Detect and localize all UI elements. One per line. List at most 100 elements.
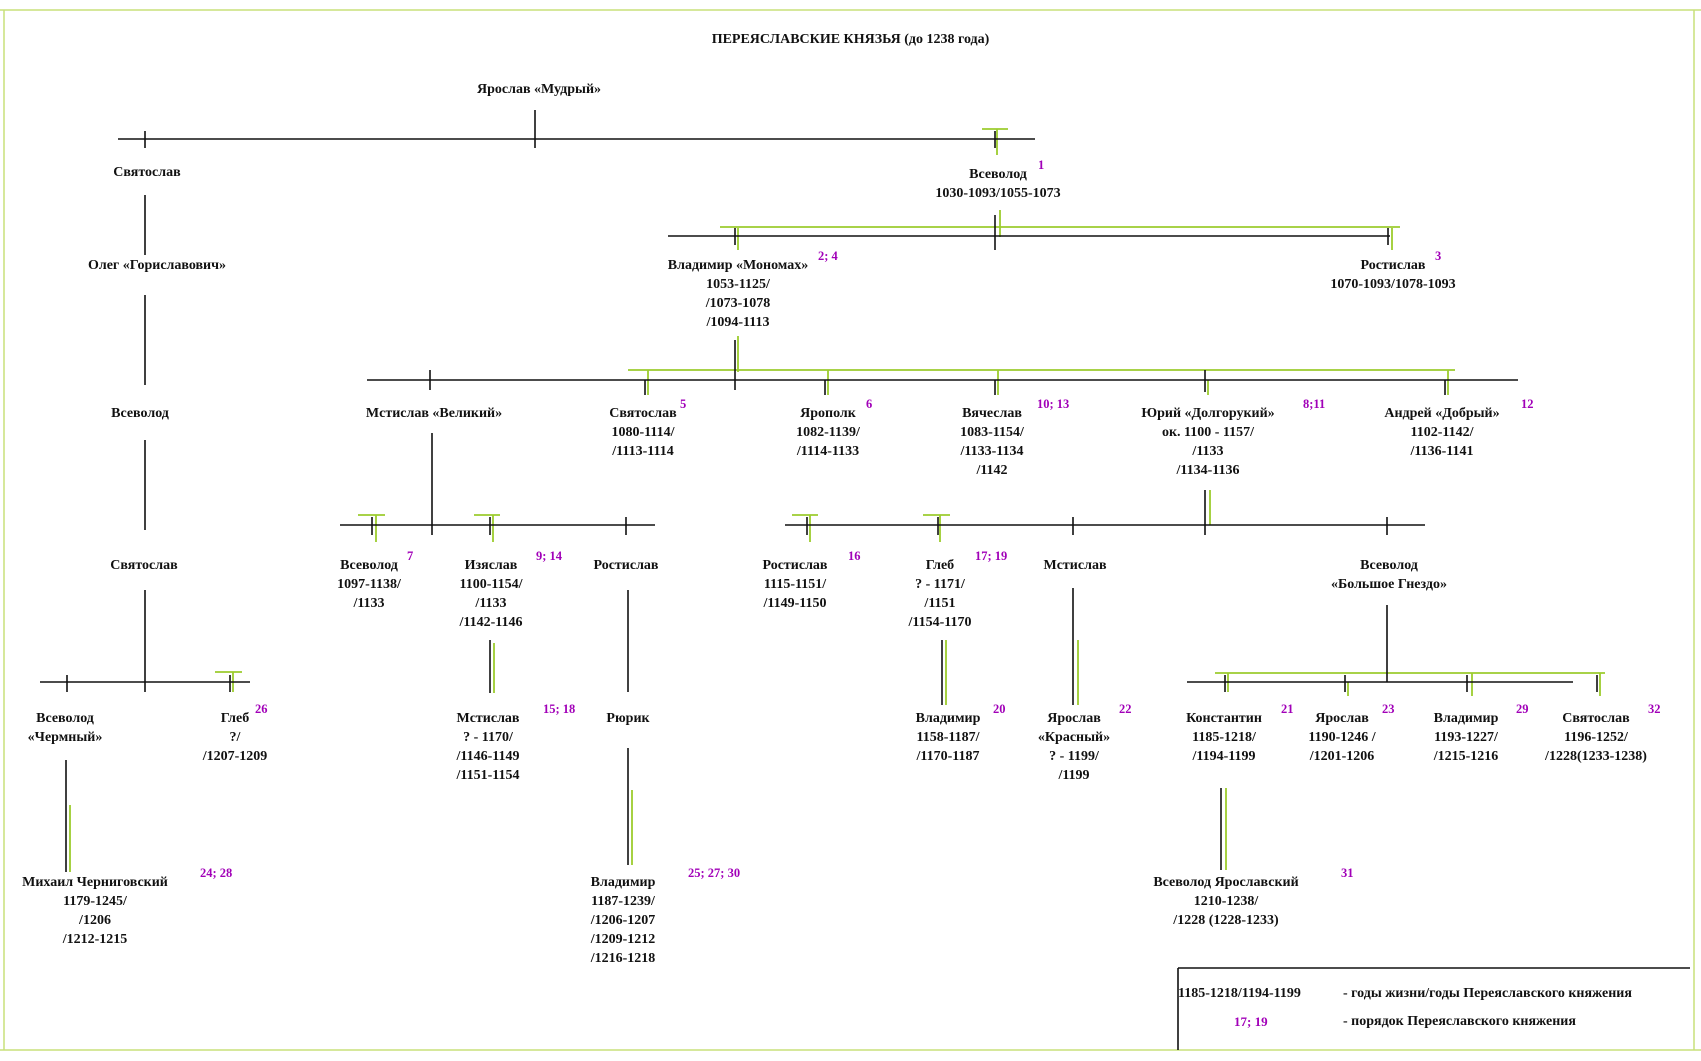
person-dates: /1094-1113	[706, 315, 770, 330]
person-name: Святослав	[113, 165, 181, 180]
person-dates: /1146-1149	[456, 749, 520, 764]
person-name: Владимир	[1433, 711, 1499, 726]
person-dates: 1082-1139/	[796, 425, 860, 440]
person-dates: /1207-1209	[202, 749, 268, 764]
reign-order-number: 32	[1648, 702, 1661, 716]
reign-order-number: 17; 19	[975, 549, 1008, 563]
person-dates: /1154-1170	[908, 615, 972, 630]
reign-order-number: 2; 4	[818, 249, 838, 263]
person-dates: /1136-1141	[1410, 444, 1474, 459]
person-name: Всеволод	[1360, 558, 1418, 573]
reign-order-number: 20	[993, 702, 1006, 716]
reign-order-number: 31	[1341, 866, 1354, 880]
person-dates: /1151	[924, 596, 956, 611]
person-dates: ок. 1100 - 1157/	[1161, 425, 1255, 440]
person-node-svyatoslav-3: Святослав	[110, 556, 177, 575]
person-dates: /1073-1078	[705, 296, 771, 311]
person-node-yaroslav-krasny: Ярослав«Красный»? - 1199//1199	[1038, 709, 1110, 785]
person-dates: 1210-1238/	[1193, 894, 1259, 909]
person-dates: ? - 1170/	[463, 730, 513, 745]
person-name: Владимир	[590, 875, 656, 890]
reign-order-number: 15; 18	[543, 702, 576, 716]
person-dates: 1115-1151/	[763, 577, 827, 592]
person-dates: /1209-1212	[590, 932, 656, 947]
person-dates: 1100-1154/	[459, 577, 523, 592]
person-dates: /1114-1133	[796, 444, 860, 459]
person-node-mstislav-3: Мстислав ? - 1170/ /1146-1149/1151-1154	[456, 709, 519, 785]
reign-order-number: 26	[255, 702, 268, 716]
reign-order-number: 22	[1119, 702, 1132, 716]
person-dates: /1133	[353, 596, 385, 611]
person-name: Всеволод	[340, 558, 398, 573]
person-dates: /1133	[1192, 444, 1224, 459]
person-node-vsevolod-olgovich: Всеволод	[111, 404, 169, 423]
person-node-monomakh: Владимир «Мономах»1053-1125//1073-1078/1…	[668, 256, 809, 332]
reign-order-number: 7	[407, 549, 414, 563]
person-dates: 1187-1239/	[591, 894, 655, 909]
person-name: Ростислав	[762, 558, 828, 573]
reign-order-number: 16	[848, 549, 861, 563]
reign-order-number: 23	[1382, 702, 1395, 716]
person-dates: /1199	[1058, 768, 1090, 783]
person-name: Владимир «Мономах»	[667, 258, 809, 273]
person-dates: /1133-1134	[960, 444, 1024, 459]
person-name: Константин	[1186, 711, 1262, 726]
person-dates: /1215-1216	[1433, 749, 1499, 764]
person-node-rostislav-2: Ростислав	[594, 556, 659, 575]
person-dates: /1133	[475, 596, 507, 611]
legend-dates-description: - годы жизни/годы Переяславского княжени…	[1343, 986, 1632, 1001]
person-name: Мстислав	[1043, 558, 1107, 573]
legend-example-dates: 1185-1218/1194-1199	[1178, 986, 1301, 1001]
person-dates: «Большое Гнездо»	[1331, 577, 1447, 592]
person-node-vsevolod-gnezdo: Всеволод «Большое Гнездо»	[1331, 556, 1447, 594]
reign-order-number: 6	[866, 397, 873, 411]
person-dates: /1228(1233-1238)	[1545, 749, 1647, 764]
person-dates: 1190-1246 /	[1308, 730, 1376, 745]
person-name: Андрей «Добрый»	[1384, 406, 1500, 421]
person-name: Мстислав «Великий»	[365, 406, 503, 421]
person-dates: ? - 1171/	[915, 577, 965, 592]
person-dates: /1151-1154	[456, 768, 520, 783]
person-dates: /1149-1150	[763, 596, 827, 611]
person-node-gleb-1: Глеб? - 1171//1151/1154-1170	[908, 556, 971, 632]
reign-order-number: 8;11	[1303, 397, 1326, 411]
person-name: Всеволод	[111, 406, 169, 421]
person-name: Всеволод	[36, 711, 94, 726]
person-name: Святослав	[609, 406, 677, 421]
person-dates: 1193-1227/	[1434, 730, 1498, 745]
reign-order-number: 12	[1521, 397, 1534, 411]
person-dates: /1228 (1228-1233)	[1173, 913, 1279, 928]
reign-order-number: 1	[1038, 158, 1045, 172]
person-node-vsevolod-chermny: Всеволод «Чермный»	[28, 709, 103, 747]
person-name: Вячеслав	[962, 406, 1022, 421]
person-name: Мстислав	[456, 711, 520, 726]
person-dates: «Чермный»	[27, 730, 103, 745]
person-dates: /1170-1187	[916, 749, 980, 764]
person-dates: /1194-1199	[1192, 749, 1256, 764]
person-dates: 1083-1154/	[960, 425, 1024, 440]
person-name: Глеб	[220, 711, 250, 726]
person-node-gleb-2: Глеб?//1207-1209	[203, 709, 268, 766]
person-name: Ярослав «Мудрый»	[476, 82, 602, 97]
reign-order-number: 5	[680, 397, 687, 411]
person-node-vladimir-2: Владимир 1193-1227/ /1215-1216	[1434, 709, 1499, 766]
person-dates: /1216-1218	[590, 951, 656, 966]
person-dates: /1113-1114	[612, 444, 674, 459]
person-node-ryurik: Рюрик	[606, 709, 649, 728]
legend-box	[1177, 967, 1690, 1050]
person-dates: /1142-1146	[459, 615, 523, 630]
person-name: Ярослав	[1315, 711, 1369, 726]
person-dates: «Красный»	[1037, 730, 1111, 745]
